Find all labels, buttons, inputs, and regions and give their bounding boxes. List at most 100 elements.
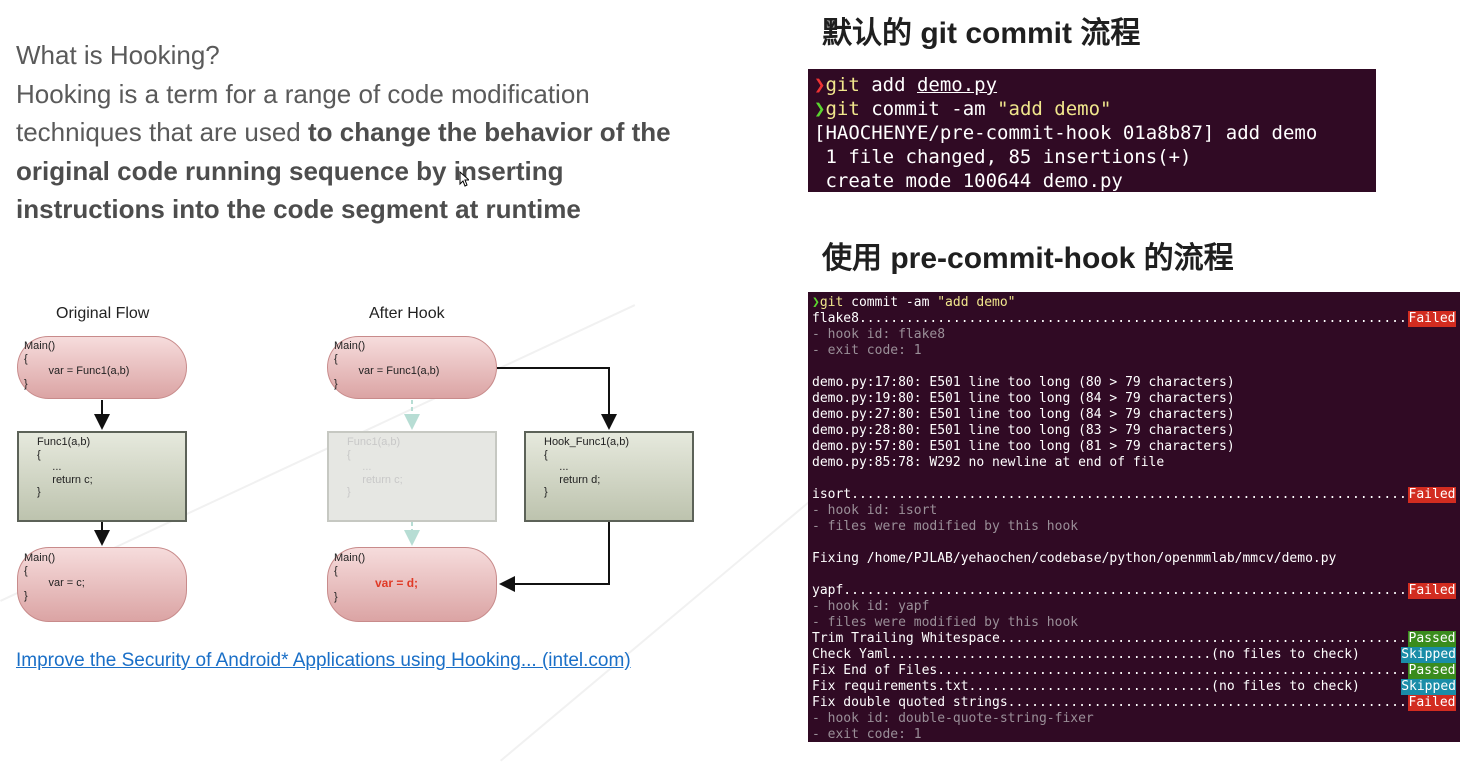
hook-status-badge: Failed — [1408, 311, 1456, 327]
hook-name: yapf....................................… — [812, 583, 1408, 598]
precommit-flow-title: 使用 pre-commit-hook 的流程 — [822, 242, 1234, 275]
output-text: demo.py:27:80: E501 line too long (84 > … — [812, 407, 1235, 422]
terminal-default-commit: ❯git add demo.py ❯git commit -am "add de… — [808, 69, 1376, 192]
output-text: demo.py:85:78: W292 no newline at end of… — [812, 455, 1165, 470]
hook-result-row: yapf....................................… — [812, 583, 1456, 599]
hooked-main-node: Main() { var = Func1(a,b) } — [327, 336, 497, 399]
hook-func1-node: Hook_Func1(a,b) { ... return d; } — [524, 431, 694, 522]
hooked-result-value: var = d; — [375, 576, 419, 590]
prompt-chevron-icon: ❯ — [814, 98, 826, 120]
terminal-output-line: - files were modified by this hook — [812, 519, 1456, 535]
output-text — [812, 567, 1456, 583]
terminal-output-line: - hook id: isort — [812, 503, 1456, 519]
cmd-commit: commit -am — [859, 98, 998, 120]
output-text: demo.py:57:80: E501 line too long (81 > … — [812, 439, 1235, 454]
output-text: - files were modified by this hook — [812, 519, 1079, 534]
terminal-output-line: - exit code: 1 — [812, 727, 1456, 742]
hook-result-row: flake8..................................… — [812, 311, 1456, 327]
hook-name: Check Yaml..............................… — [812, 647, 1360, 662]
output-text: demo.py:28:80: E501 line too long (83 > … — [812, 423, 1235, 438]
output-text: - exit code: 1 — [812, 727, 922, 742]
hooked-main-head: Main() { — [334, 552, 366, 577]
output-text: demo.py:17:80: E501 line too long (80 > … — [812, 375, 1235, 390]
terminal-output-line: - exit code: 1 — [812, 343, 1456, 359]
terminal-output-line — [812, 359, 1456, 375]
hook-result-row: Fix double quoted strings...............… — [812, 695, 1456, 711]
arrow-hook-to-main — [499, 522, 610, 592]
terminal-output-line — [812, 471, 1456, 487]
hook-status-badge: Failed — [1408, 487, 1456, 503]
terminal-output-line — [812, 535, 1456, 551]
hook-name: Fix requirements.txt....................… — [812, 679, 1360, 694]
hook-name: Fix End of Files........................… — [812, 663, 1408, 678]
hook-result-row: Check Yaml..............................… — [812, 647, 1456, 663]
output-text: - exit code: 1 — [812, 343, 922, 358]
terminal-cmd-commit: ❯git commit -am "add demo" — [814, 97, 1376, 121]
hook-name: Trim Trailing Whitespace................… — [812, 631, 1408, 646]
cmd-git: git — [825, 98, 860, 120]
output-text: - hook id: double-quote-string-fixer — [812, 711, 1094, 726]
cmd-commit-arg: "add demo" — [997, 98, 1112, 120]
hook-name: flake8..................................… — [812, 311, 1408, 326]
terminal-output-line: - hook id: flake8 — [812, 327, 1456, 343]
hook-status-badge: Failed — [1408, 695, 1456, 711]
output-text — [812, 535, 1456, 551]
original-main-node: Main() { var = Func1(a,b) } — [17, 336, 187, 399]
cmd-commit: commit -am — [843, 295, 938, 310]
hook-output-lines: flake8..................................… — [812, 311, 1456, 742]
terminal-output-line: demo.py:85:78: W292 no newline at end of… — [812, 455, 1456, 471]
cmd-add: add — [859, 74, 917, 96]
terminal-cmd-commit: ❯git commit -am "add demo" — [812, 295, 1456, 311]
output-text — [812, 471, 1456, 487]
output-text: - hook id: isort — [812, 503, 938, 518]
terminal-output-line: [HAOCHENYE/pre-commit-hook 01a8b87] add … — [814, 122, 1318, 144]
default-flow-title: 默认的 git commit 流程 — [822, 17, 1141, 50]
output-text: - hook id: yapf — [812, 599, 930, 614]
terminal-output-line: demo.py:19:80: E501 line too long (84 > … — [812, 391, 1456, 407]
output-text: demo.py:19:80: E501 line too long (84 > … — [812, 391, 1235, 406]
hook-status-badge: Failed — [1408, 583, 1456, 599]
hook-result-row: isort...................................… — [812, 487, 1456, 503]
terminal-output-line: create mode 100644 demo.py — [814, 170, 1123, 192]
intro-definition: Hooking is a term for a range of code mo… — [16, 75, 716, 229]
hooked-main-tail: } — [334, 590, 338, 603]
terminal-output-line: - hook id: yapf — [812, 599, 1456, 615]
terminal-precommit: ❯git commit -am "add demo" flake8.......… — [808, 292, 1460, 742]
terminal-output-line: demo.py:17:80: E501 line too long (80 > … — [812, 375, 1456, 391]
hook-status-badge: Passed — [1408, 631, 1456, 647]
terminal-partial-line — [814, 69, 1376, 73]
output-text: Fixing /home/PJLAB/yehaochen/codebase/py… — [812, 551, 1337, 566]
terminal-output-line: - hook id: double-quote-string-fixer — [812, 711, 1456, 727]
hook-name: Fix double quoted strings...............… — [812, 695, 1408, 710]
hook-status-badge: Skipped — [1401, 679, 1456, 695]
hook-result-row: Fix End of Files........................… — [812, 663, 1456, 679]
hook-result-row: Trim Trailing Whitespace................… — [812, 631, 1456, 647]
definition-start: Hooking is a term for a range of code mo… — [16, 78, 590, 148]
cmd-commit-arg: "add demo" — [937, 295, 1016, 310]
intro-question: What is Hooking? — [16, 40, 220, 70]
terminal-output-line: Fixing /home/PJLAB/yehaochen/codebase/py… — [812, 551, 1456, 567]
mouse-cursor-icon — [459, 171, 469, 187]
hook-status-badge: Passed — [1408, 663, 1456, 679]
output-text: - files were modified by this hook — [812, 615, 1079, 630]
hook-status-badge: Skipped — [1401, 647, 1456, 663]
definition-bold: to change the behavior of the original c… — [16, 117, 671, 224]
intel-article-link[interactable]: Improve the Security of Android* Applica… — [16, 650, 631, 671]
after-hook-title: After Hook — [369, 305, 445, 322]
intro-text: What is Hooking? Hooking is a term for a… — [16, 36, 716, 229]
original-func1-node: Func1(a,b) { ... return c; } — [17, 431, 187, 522]
terminal-output-line: - files were modified by this hook — [812, 615, 1456, 631]
arrow-main-to-hook — [497, 367, 617, 430]
output-text: - hook id: flake8 — [812, 327, 946, 342]
cmd-add-arg: demo.py — [916, 74, 998, 96]
terminal-output-line: demo.py:57:80: E501 line too long (81 > … — [812, 439, 1456, 455]
hook-name: isort...................................… — [812, 487, 1408, 502]
prompt-chevron-icon: ❯ — [812, 295, 820, 310]
cmd-git: git — [825, 74, 860, 96]
cmd-git: git — [819, 295, 844, 310]
hooked-main-result-node: Main() { var = d; } — [327, 547, 497, 622]
terminal-cmd-add: ❯git add demo.py — [814, 73, 1376, 97]
original-main-result-node: Main() { var = c; } — [17, 547, 187, 622]
terminal-output-line: demo.py:27:80: E501 line too long (84 > … — [812, 407, 1456, 423]
terminal-output-line: 1 file changed, 85 insertions(+) — [814, 146, 1192, 168]
